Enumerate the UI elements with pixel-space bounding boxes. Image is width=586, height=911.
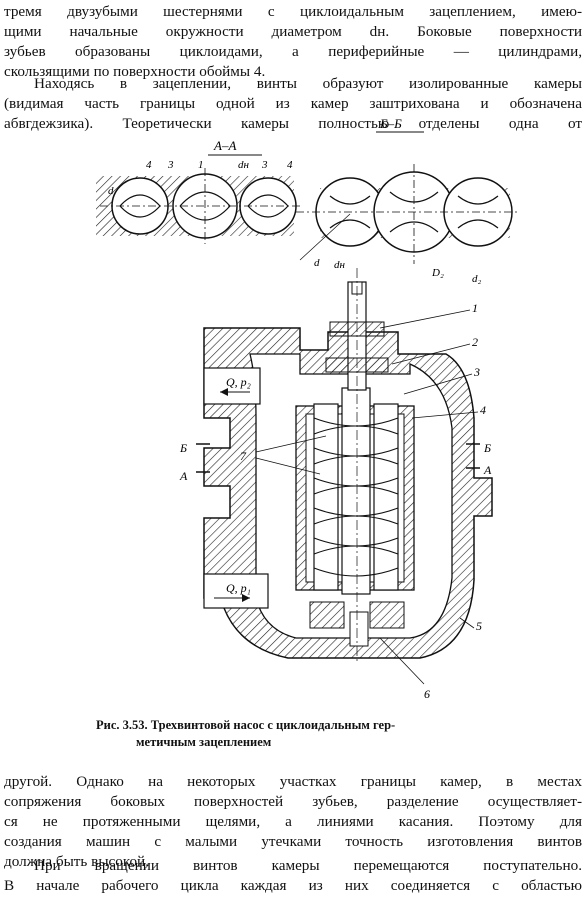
callout-label: 6 [424, 687, 430, 701]
aa-label: d [108, 185, 114, 197]
text-line: абвгдежзика). Теоретически камеры полнос… [4, 115, 582, 132]
text-line: скользящими по поверхности обоймы 4. [4, 63, 266, 80]
figure-caption: Рис. 3.53. Трехвинтовой насос с циклоида… [96, 717, 516, 751]
paragraph-1: тремя двузубыми шестернями с циклоидальн… [4, 2, 582, 82]
section-mark: Б [179, 441, 187, 455]
text-line: сопряжения боковых поверхностей зубьев, … [4, 793, 582, 810]
caption-line: метичным зацеплением [136, 735, 272, 749]
callout-label: 2 [472, 335, 478, 349]
pump-figure: А–А 4 3 1 dн 3 4 d Б–Б d dн D₂ d₂ [96, 118, 520, 701]
section-mark: А [483, 463, 492, 477]
flow-out-label: Q, p₂ [226, 375, 251, 389]
bb-label: d₂ [472, 273, 482, 285]
pump-body: Q, p₂ Q, p₁ [203, 268, 493, 664]
flow-in-label: Q, p₁ [226, 581, 251, 595]
aa-label: 1 [198, 159, 204, 171]
text-line: другой. Однако на некоторых участках гра… [4, 773, 582, 790]
text-line: ся не протяженными щелями, а линиями кас… [4, 813, 582, 830]
caption-line: Рис. 3.53. Трехвинтовой насос с циклоида… [96, 718, 396, 732]
callouts [255, 309, 479, 685]
text-line: При вращении винтов камеры перемещаются … [34, 857, 582, 874]
section-aa-view: А–А 4 3 1 dн 3 4 d [96, 138, 300, 244]
callout-label: 1 [472, 301, 478, 315]
paragraph-2: Находясь в зацеплении, винты образуют из… [4, 74, 582, 134]
callout-label: 3 [473, 365, 480, 379]
section-aa-title: А–А [213, 138, 236, 153]
callout-label: 5 [476, 619, 482, 633]
callout-label: 7 [240, 449, 247, 463]
paragraph-3: другой. Однако на некоторых участках гра… [4, 772, 582, 872]
section-mark: А [179, 469, 188, 483]
text-line: В начале рабочего цикла каждая из них со… [4, 877, 582, 894]
text-line: (видимая часть границы одной из камер за… [4, 95, 582, 112]
section-mark: Б [483, 441, 491, 455]
aa-label: 4 [287, 159, 293, 171]
section-bb-view: Б–Б d dн D₂ d₂ [296, 118, 520, 285]
section-bb-title: Б–Б [379, 118, 402, 131]
text-line: создания машин с малыми утечками точност… [4, 833, 582, 850]
bb-label: d [314, 257, 320, 269]
paragraph-4: При вращении винтов камеры перемещаются … [4, 856, 582, 896]
section-markers: Б А Б А [179, 441, 492, 483]
callout-label: 4 [480, 403, 486, 417]
bb-label: dн [334, 259, 346, 271]
aa-label: 3 [167, 159, 174, 171]
text-line: Находясь в зацеплении, винты образуют из… [34, 75, 582, 92]
aa-label: dн [238, 159, 250, 171]
text-line: щими начальные окружности диаметром dн. … [4, 23, 582, 40]
text-line: зубьев образованы циклоидами, а перифери… [4, 43, 582, 60]
text-line: должна быть высокой. [4, 853, 149, 870]
aa-label: 4 [146, 159, 152, 171]
aa-label: 3 [261, 159, 268, 171]
text-line: тремя двузубыми шестернями с циклоидальн… [4, 3, 582, 20]
bb-label: D₂ [431, 267, 444, 279]
